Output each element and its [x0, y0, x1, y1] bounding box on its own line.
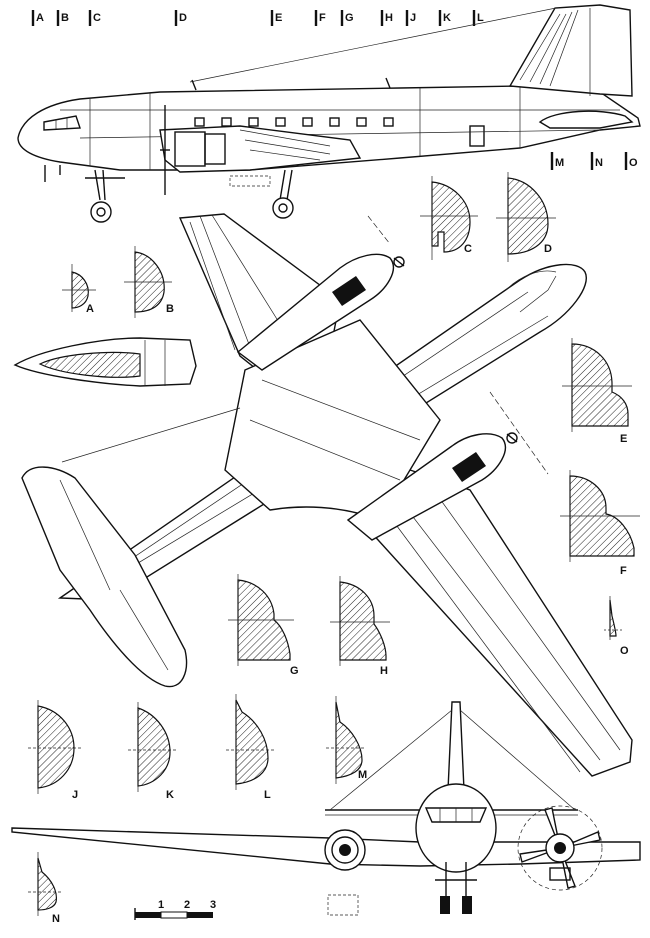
section-label-d: D	[544, 243, 552, 255]
station-marker-b: B	[56, 10, 69, 26]
station-label-o: O	[629, 157, 638, 169]
station-marker-d: D	[174, 10, 187, 26]
section-label-k: K	[166, 789, 174, 801]
section-label-m: M	[358, 769, 367, 781]
station-label-e: E	[275, 12, 282, 24]
section-label-l: L	[264, 789, 271, 801]
front-main-gear	[435, 862, 477, 914]
station-marker-m: M	[550, 152, 564, 170]
section-n	[28, 852, 62, 916]
section-h	[330, 576, 390, 666]
section-label-g: G	[290, 665, 299, 677]
front-fuselage	[415, 783, 497, 873]
station-label-a: A	[36, 12, 44, 24]
section-label-n: N	[52, 913, 60, 925]
fuselage-cross-sections	[28, 172, 640, 916]
station-marker-a: A	[31, 10, 44, 26]
section-j	[28, 700, 82, 794]
scale-bar: 1 2 3	[134, 899, 216, 920]
top-engine-left	[236, 253, 405, 371]
section-f	[560, 470, 640, 562]
section-label-j: J	[72, 789, 78, 801]
station-label-h: H	[385, 12, 393, 24]
section-m	[326, 696, 366, 784]
station-label-b: B	[61, 12, 69, 24]
side-nose-gear	[85, 169, 125, 223]
station-marker-g: G	[340, 10, 354, 26]
side-door	[469, 125, 485, 147]
scale-tick-1: 1	[158, 899, 164, 911]
station-label-l: L	[477, 12, 484, 24]
station-label-d: D	[179, 12, 187, 24]
station-marker-l: L	[472, 10, 484, 26]
section-o	[604, 596, 622, 640]
side-main-gear	[272, 169, 294, 219]
front-view	[11, 701, 641, 916]
station-marker-j: J	[405, 10, 416, 26]
scale-tick-3: 3	[210, 899, 216, 911]
side-view: A B C D E F G H J K L M N O	[17, 4, 641, 223]
station-label-n: N	[595, 157, 603, 169]
station-label-c: C	[93, 12, 101, 24]
side-fin	[508, 4, 633, 97]
section-l	[226, 694, 274, 790]
section-d	[496, 172, 556, 262]
station-marker-h: H	[380, 10, 393, 26]
front-engine-left	[324, 829, 366, 871]
station-label-k: K	[443, 12, 451, 24]
section-e	[562, 338, 632, 432]
section-k	[128, 702, 176, 792]
section-g	[228, 574, 294, 666]
section-label-a: A	[86, 303, 94, 315]
section-label-f: F	[620, 565, 627, 577]
side-stabilizer	[538, 110, 634, 129]
side-engine-nacelle	[159, 125, 362, 173]
station-marker-c: C	[88, 10, 101, 26]
section-label-b: B	[166, 303, 174, 315]
section-b	[124, 246, 172, 318]
section-label-c: C	[464, 243, 472, 255]
station-marker-k: K	[438, 10, 451, 26]
nacelle-detail	[13, 337, 197, 387]
cockpit-windows	[43, 115, 81, 131]
section-c	[420, 176, 478, 260]
station-label-j: J	[410, 12, 416, 24]
section-label-o: O	[620, 645, 629, 657]
station-marker-o: O	[624, 152, 638, 170]
top-view	[21, 213, 633, 777]
section-label-h: H	[380, 665, 388, 677]
cabin-windows	[194, 117, 394, 127]
section-label-e: E	[620, 433, 627, 445]
section-a	[62, 264, 96, 312]
front-fin	[447, 701, 465, 791]
scale-tick-2: 2	[184, 899, 190, 911]
station-marker-f: F	[314, 10, 326, 26]
front-engine-right	[517, 805, 603, 891]
station-marker-n: N	[590, 152, 603, 170]
station-marker-e: E	[270, 10, 282, 26]
station-label-f: F	[319, 12, 326, 24]
section-labels: A B C D E F G H J K L M N O	[52, 243, 629, 925]
station-label-m: M	[555, 157, 564, 169]
station-markers-tail: M N O	[550, 152, 638, 170]
station-label-g: G	[345, 12, 354, 24]
top-engine-right	[346, 432, 518, 541]
